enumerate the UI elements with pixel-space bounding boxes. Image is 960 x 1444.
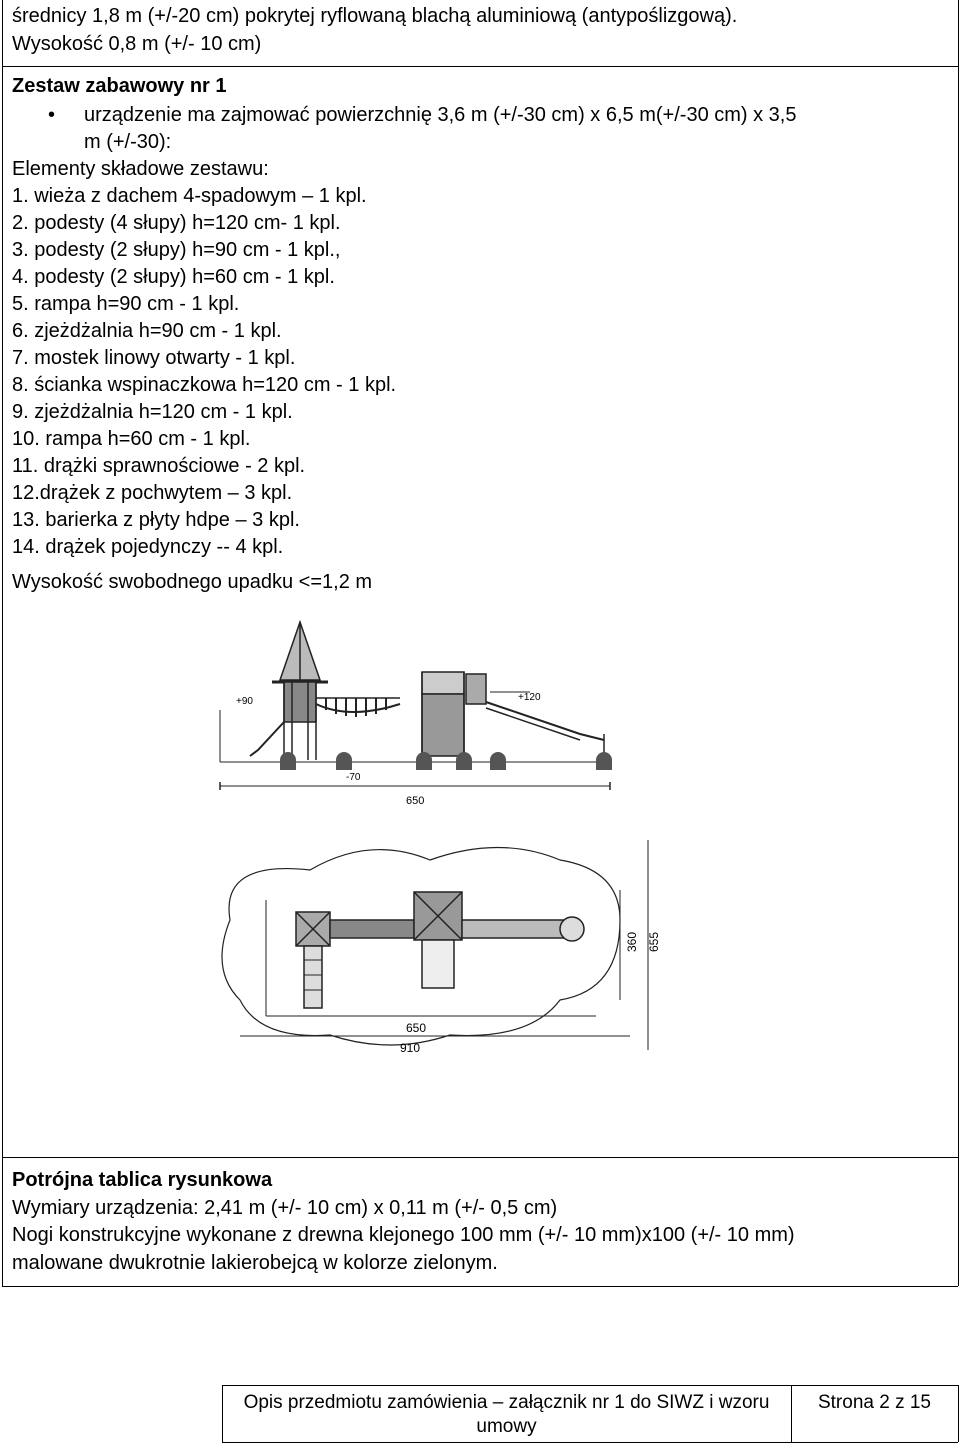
fall-height: Wysokość swobodnego upadku <=1,2 m bbox=[12, 571, 373, 593]
list-item: 6. zjeżdżalnia h=90 cm - 1 kpl. bbox=[12, 320, 282, 342]
elements-label: Elementy składowe zestawu: bbox=[12, 158, 269, 180]
bullet-icon: • bbox=[48, 104, 56, 126]
plan-dim-650: 650 bbox=[406, 1021, 426, 1035]
list-item: 4. podesty (2 słupy) h=60 cm - 1 kpl. bbox=[12, 266, 335, 288]
bullet-text-line-2: m (+/-30): bbox=[84, 131, 172, 153]
footer-description: Opis przedmiotu zamówienia – załącznik n… bbox=[243, 1392, 770, 1437]
list-item: 14. drążek pojedynczy -- 4 kpl. bbox=[12, 536, 284, 558]
table-border-left bbox=[2, 0, 3, 1286]
list-item: 7. mostek linowy otwarty - 1 kpl. bbox=[12, 347, 296, 369]
section-heading: Zestaw zabawowy nr 1 bbox=[12, 75, 227, 97]
list-item: 2. podesty (4 słupy) h=120 cm- 1 kpl. bbox=[12, 212, 341, 234]
page-number: Strona 2 z 15 bbox=[817, 1392, 932, 1413]
playground-elevation-drawing: +90 +120 -70 650 bbox=[219, 619, 612, 807]
tablica-line-2: Nogi konstrukcyjne wykonane z drewna kle… bbox=[12, 1224, 795, 1246]
tablica-line-3: malowane dwukrotnie lakierobejcą w kolor… bbox=[12, 1252, 498, 1274]
tablica-line-1: Wymiary urządzenia: 2,41 m (+/- 10 cm) x… bbox=[12, 1197, 558, 1219]
plan-dim-360: 360 bbox=[625, 932, 639, 952]
table-divider bbox=[2, 1157, 958, 1158]
playground-plan-drawing: 650 910 360 655 bbox=[221, 840, 661, 1055]
list-item: 5. rampa h=90 cm - 1 kpl. bbox=[12, 293, 240, 315]
intro-line-2: Wysokość 0,8 m (+/- 10 cm) bbox=[12, 33, 262, 55]
list-item: 8. ścianka wspinaczkowa h=120 cm - 1 kpl… bbox=[12, 374, 397, 396]
list-item: 12.drążek z pochwytem – 3 kpl. bbox=[12, 482, 293, 504]
plan-dim-655: 655 bbox=[647, 932, 661, 952]
elevation-dim-70: -70 bbox=[346, 772, 361, 783]
list-item: 13. barierka z płyty hdpe – 3 kpl. bbox=[12, 509, 300, 531]
section-heading: Potrójna tablica rysunkowa bbox=[12, 1169, 273, 1191]
list-item: 9. zjeżdżalnia h=120 cm - 1 kpl. bbox=[12, 401, 293, 423]
list-item: 10. rampa h=60 cm - 1 kpl. bbox=[12, 428, 251, 450]
intro-line-1: średnicy 1,8 m (+/-20 cm) pokrytej ryflo… bbox=[12, 5, 738, 27]
bullet-text-line-1: urządzenie ma zajmować powierzchnię 3,6 … bbox=[84, 104, 797, 126]
elevation-dim-650: 650 bbox=[406, 795, 424, 807]
plan-dim-910: 910 bbox=[400, 1041, 420, 1055]
elevation-dim-90: +90 bbox=[236, 696, 253, 707]
list-item: 11. drążki sprawnościowe - 2 kpl. bbox=[12, 455, 306, 477]
elevation-dim-120: +120 bbox=[518, 692, 541, 703]
list-item: 3. podesty (2 słupy) h=90 cm - 1 kpl., bbox=[12, 239, 341, 261]
table-divider bbox=[2, 1286, 958, 1287]
table-border-right bbox=[958, 0, 959, 1286]
list-item: 1. wieża z dachem 4-spadowym – 1 kpl. bbox=[12, 185, 367, 207]
table-divider bbox=[2, 66, 958, 67]
